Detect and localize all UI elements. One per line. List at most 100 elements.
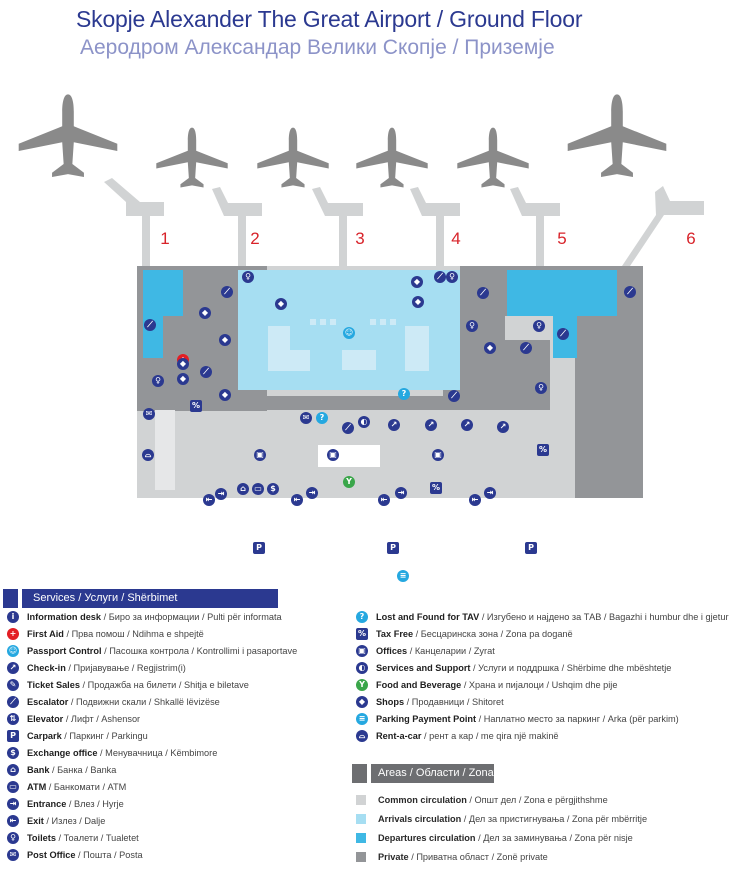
legend-translation: / Влез / Hyrje [66,799,124,809]
area-legend-item: Departures circulation / Дел за заминува… [356,831,633,846]
toilets-icon: ♀ [533,320,545,332]
atm-icon: ▭ [7,780,19,793]
legend-label: Exit [27,816,44,826]
legend-translation: / Изгубено и најдено за ТАВ / Bagazhi i … [481,612,729,622]
legend-item-bank: ⌂ Bank / Банка / Banka [7,763,116,778]
parking-payment-icon: ≡ [356,712,368,725]
map-title: Skopje Alexander The Great Airport / Gro… [76,6,583,32]
legend-item-tax-free: %Tax Free / Бесцаринска зона / Zona pa d… [356,627,573,642]
legend-label: Check-in [27,663,66,673]
areas-legend-header: Areas / Области / Zonat [352,764,497,783]
offices-icon: ▣ [432,449,444,461]
airplane-icon [457,127,529,188]
passport-icon: ☺ [7,644,19,657]
escalator-icon: ⟋ [448,390,460,402]
area-legend-item: Arrivals circulation / Дел за пристигнув… [356,812,647,827]
legend-label: Bank [27,765,50,775]
legend-translation: / Менувачница / Këmbimore [97,748,218,758]
post-office-icon: ✉ [7,848,19,861]
area-legend-item: Private / Приватна област / Zonë private [356,850,548,865]
legend-translation: / Биро за информации / Pulti për informa… [101,612,282,622]
exit-icon: ⇤ [203,494,215,506]
shops-icon: ◆ [484,342,496,354]
tax-free-icon: % [430,482,442,494]
post-office-icon: ✉ [300,412,312,424]
airplane-icon [18,94,118,178]
parking-payment-icon: ≡ [397,570,409,582]
legend-item-toilets: ♀Toilets / Тоалети / Tualetet [7,831,139,846]
legend-translation: / Банкомати / ATM [46,782,127,792]
legend-translation: / Канцеларии / Zyrat [407,646,495,656]
legend-item-info: i Information desk / Биро за информации /… [7,610,282,625]
exit-icon: ⇤ [469,494,481,506]
bank-icon: ⌂ [7,763,19,776]
gate-number-4: 4 [451,229,461,248]
legend-item-ticket: ✎Ticket Sales / Продажба на билети / Shi… [7,678,249,693]
area-legend-item: Common circulation / Општ дел / Zona e p… [356,793,608,808]
airplane-icon [257,127,329,188]
toilets-icon: ♀ [535,382,547,394]
legend-label: Offices [376,646,408,656]
area-swatch [356,794,366,805]
gate-number-5: 5 [557,229,567,248]
info-icon: i [7,610,19,623]
area-label: Departures circulation [378,833,476,843]
first-aid-icon: + [7,627,19,640]
legend-item-elevator: ⇅Elevator / Лифт / Ashensor [7,712,140,727]
gate-number-6: 6 [686,229,696,248]
legend-item-escalator: ⟋Escalator / Подвижни скали / Shkallë lë… [7,695,220,710]
legend-item-lost-found: ? Lost and Found for TAV / Изгубено и нај… [356,610,729,625]
legend-label: Elevator [27,714,64,724]
escalator-icon: ⟋ [477,287,489,299]
area-swatch [356,832,366,843]
legend-label: First Aid [27,629,64,639]
shops-icon: ◆ [177,358,189,370]
legend-translation: / Пасошка контрола / Kontrollimi i pasap… [101,646,298,656]
legend-label: Carpark [27,731,62,741]
escalator-icon: ⟋ [342,422,354,434]
entrance-icon: ⇥ [484,487,496,499]
legend-translation: / Лифт / Ashensor [63,714,141,724]
legend-translation: / рент а кар / me qira një makinë [421,731,559,741]
toilets-icon: ♀ [7,831,19,844]
shops-icon: ◆ [412,296,424,308]
gate-number-1: 1 [160,229,170,248]
escalator-icon: ⟋ [200,366,212,378]
legend-translation: / Пријавување / Regjistrim(i) [65,663,186,673]
legend-translation: / Храна и пијалоци / Ushqim dhe pije [461,680,618,690]
legend-translation: / Бесцаринска зона / Zona pa doganë [413,629,573,639]
legend-label: Lost and Found for TAV [376,612,480,622]
toilets-icon: ♀ [466,320,478,332]
airplane-icon [356,127,428,188]
offices-icon: ▣ [327,449,339,461]
carpark-icon: P [525,542,537,554]
shops-icon: ◆ [275,298,287,310]
exit-icon: ⇤ [291,494,303,506]
gate-number-2: 2 [250,229,260,248]
lost-found-icon: ? [356,610,368,623]
legend-item-passport: ☺Passport Control / Пасошка контрола / K… [7,644,297,659]
area-translation: / Општ дел / Zona e përgjithshme [466,795,608,805]
airplane-icon [567,94,667,178]
offices-icon: ▣ [254,449,266,461]
legend-translation: / Прва помош / Ndihma e shpejtë [63,629,204,639]
area-swatch [356,851,366,862]
passport-icon: ☺ [343,327,355,339]
legend-translation: / Пошта / Posta [75,850,143,860]
check-in-icon: ↗ [461,419,473,431]
legend-translation: / Банка / Banka [49,765,117,775]
airport-map [18,94,704,498]
legend-item-exit: ⇤Exit / Излез / Dalje [7,814,105,829]
legend-label: Rent-a-car [376,731,422,741]
legend-label: Exchange office [27,748,98,758]
area-translation: / Дел за заминувања / Zona për nisje [475,833,633,843]
legend-item-shops: ◆Shops / Продавници / Shitoret [356,695,504,710]
legend-translation: / Излез / Dalje [43,816,106,826]
legend-label: Information desk [27,612,102,622]
escalator-icon: ⟋ [7,695,19,708]
legend-translation: / Наплатно место за паркинг / Arka (për … [476,714,679,724]
area-label: Common circulation [378,795,467,805]
shops-icon: ◆ [219,389,231,401]
tax-free-icon: % [190,400,202,412]
